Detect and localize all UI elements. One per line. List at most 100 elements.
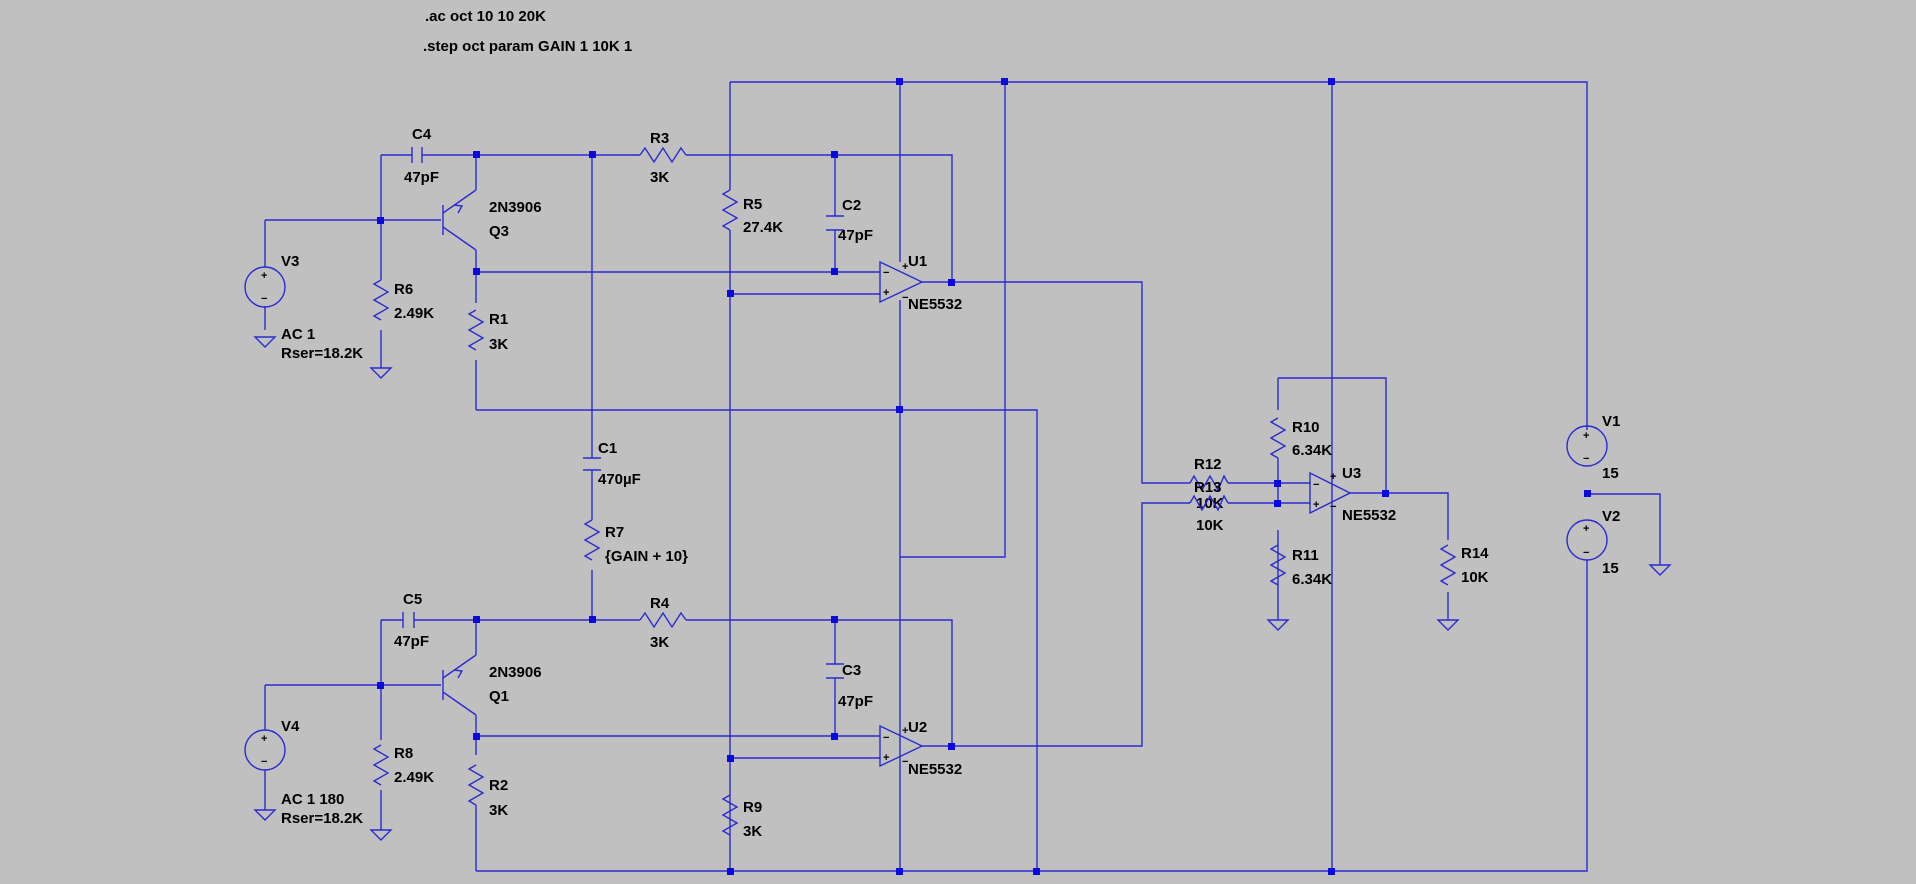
r12-ref: R12 bbox=[1194, 456, 1222, 473]
svg-text:−: − bbox=[902, 292, 908, 304]
resistor-r13[interactable]: R13 10K bbox=[1189, 479, 1229, 534]
capacitor-c1[interactable]: C1 470µF bbox=[583, 440, 641, 488]
directive-ac[interactable]: .ac oct 10 10 20K bbox=[425, 8, 546, 25]
u2-ref: U2 bbox=[908, 719, 927, 736]
r6-value: 2.49K bbox=[394, 305, 434, 322]
v4-ref: V4 bbox=[281, 718, 300, 735]
r10-value: 6.34K bbox=[1292, 442, 1332, 459]
transistor-q3[interactable]: 2N3906 Q3 bbox=[442, 189, 542, 251]
resistor-r1[interactable]: R1 3K bbox=[467, 309, 508, 353]
svg-text:+: + bbox=[1583, 430, 1589, 442]
resistor-r10[interactable]: R10 6.34K bbox=[1269, 417, 1332, 459]
r9-ref: R9 bbox=[743, 799, 762, 816]
resistor-r8[interactable]: R8 2.49K bbox=[372, 744, 434, 786]
c5-ref: C5 bbox=[403, 591, 422, 608]
c5-value: 47pF bbox=[394, 633, 429, 650]
v3-rser: Rser=18.2K bbox=[281, 345, 363, 362]
opamp-u1[interactable]: − + + − U1 NE5532 bbox=[879, 253, 962, 313]
resistor-r4[interactable]: R4 3K bbox=[639, 595, 687, 651]
r9-value: 3K bbox=[743, 823, 762, 840]
svg-text:−: − bbox=[883, 267, 889, 279]
resistor-r3[interactable]: R3 3K bbox=[639, 130, 687, 186]
u3-ref: U3 bbox=[1342, 465, 1361, 482]
svg-text:+: + bbox=[902, 261, 908, 273]
voltage-source-v4[interactable]: + − V4 AC 1 180 Rser=18.2K bbox=[244, 718, 363, 827]
q3-ref: Q3 bbox=[489, 223, 509, 240]
v3-ref: V3 bbox=[281, 253, 299, 270]
r10-ref: R10 bbox=[1292, 419, 1320, 436]
svg-text:−: − bbox=[1330, 501, 1336, 513]
capacitor-c5[interactable]: C5 47pF bbox=[394, 591, 429, 650]
ground-icon-r6 bbox=[369, 367, 393, 379]
svg-text:−: − bbox=[261, 293, 267, 305]
r1-value: 3K bbox=[489, 336, 508, 353]
svg-text:+: + bbox=[261, 270, 267, 282]
transistor-q1[interactable]: 2N3906 Q1 bbox=[442, 654, 542, 716]
v4-value: AC 1 180 bbox=[281, 791, 344, 808]
q3-model: 2N3906 bbox=[489, 199, 542, 216]
opamp-u3[interactable]: − + + − U3 NE5532 bbox=[1309, 465, 1396, 524]
ground-icon-v2 bbox=[1648, 564, 1672, 576]
r5-ref: R5 bbox=[743, 196, 762, 213]
voltage-source-v1[interactable]: + − V1 15 bbox=[1566, 413, 1620, 482]
svg-text:+: + bbox=[883, 752, 889, 764]
u2-model: NE5532 bbox=[908, 761, 962, 778]
svg-text:−: − bbox=[1313, 479, 1319, 491]
r6-ref: R6 bbox=[394, 281, 413, 298]
r7-value: {GAIN + 10} bbox=[605, 548, 688, 565]
r4-value: 3K bbox=[650, 634, 669, 651]
resistor-r6[interactable]: R6 2.49K bbox=[372, 279, 434, 322]
c2-ref: C2 bbox=[842, 197, 861, 214]
svg-text:+: + bbox=[261, 733, 267, 745]
ground-icon-r14 bbox=[1436, 619, 1460, 631]
svg-text:+: + bbox=[1313, 499, 1319, 511]
resistor-r5[interactable]: R5 27.4K bbox=[721, 189, 783, 236]
wires bbox=[264, 81, 1661, 875]
junction-nodes bbox=[377, 78, 1591, 875]
capacitor-c4[interactable]: C4 47pF bbox=[404, 126, 439, 186]
v3-value: AC 1 bbox=[281, 326, 315, 343]
directive-step[interactable]: .step oct param GAIN 1 10K 1 bbox=[423, 38, 632, 55]
ground-icon-v4 bbox=[253, 809, 277, 821]
r8-ref: R8 bbox=[394, 745, 413, 762]
r14-value: 10K bbox=[1461, 569, 1489, 586]
c1-value: 470µF bbox=[598, 471, 641, 488]
svg-text:+: + bbox=[1330, 471, 1336, 483]
resistor-r11[interactable]: R11 6.34K bbox=[1269, 544, 1332, 588]
r2-ref: R2 bbox=[489, 777, 508, 794]
v2-ref: V2 bbox=[1602, 508, 1620, 525]
voltage-source-v3[interactable]: + − V3 AC 1 Rser=18.2K bbox=[244, 253, 363, 362]
c3-value: 47pF bbox=[838, 693, 873, 710]
r13-ref: R13 bbox=[1194, 479, 1222, 496]
resistor-r14[interactable]: R14 10K bbox=[1439, 544, 1489, 586]
svg-text:−: − bbox=[1583, 547, 1589, 559]
c4-value: 47pF bbox=[404, 169, 439, 186]
svg-text:−: − bbox=[902, 756, 908, 768]
r5-value: 27.4K bbox=[743, 219, 783, 236]
r3-value: 3K bbox=[650, 169, 669, 186]
resistor-r9[interactable]: R9 3K bbox=[721, 794, 762, 840]
resistor-r7[interactable]: R7 {GAIN + 10} bbox=[583, 519, 688, 565]
r4-ref: R4 bbox=[650, 595, 670, 612]
c1-ref: C1 bbox=[598, 440, 617, 457]
u1-model: NE5532 bbox=[908, 296, 962, 313]
v1-ref: V1 bbox=[1602, 413, 1620, 430]
r13-value: 10K bbox=[1196, 517, 1224, 534]
capacitor-c3[interactable]: C3 47pF bbox=[826, 662, 873, 710]
r1-ref: R1 bbox=[489, 311, 508, 328]
opamp-u2[interactable]: − + + − U2 NE5532 bbox=[879, 719, 962, 778]
voltage-source-v2[interactable]: + − V2 15 bbox=[1566, 508, 1620, 577]
c3-ref: C3 bbox=[842, 662, 861, 679]
r2-value: 3K bbox=[489, 802, 508, 819]
r8-value: 2.49K bbox=[394, 769, 434, 786]
resistor-r2[interactable]: R2 3K bbox=[467, 764, 508, 819]
r11-value: 6.34K bbox=[1292, 571, 1332, 588]
svg-text:+: + bbox=[902, 725, 908, 737]
svg-text:−: − bbox=[1583, 453, 1589, 465]
u3-model: NE5532 bbox=[1342, 507, 1396, 524]
svg-text:−: − bbox=[261, 756, 267, 768]
ground-icon-r11 bbox=[1266, 619, 1290, 631]
capacitor-c2[interactable]: C2 47pF bbox=[826, 197, 873, 244]
v4-rser: Rser=18.2K bbox=[281, 810, 363, 827]
